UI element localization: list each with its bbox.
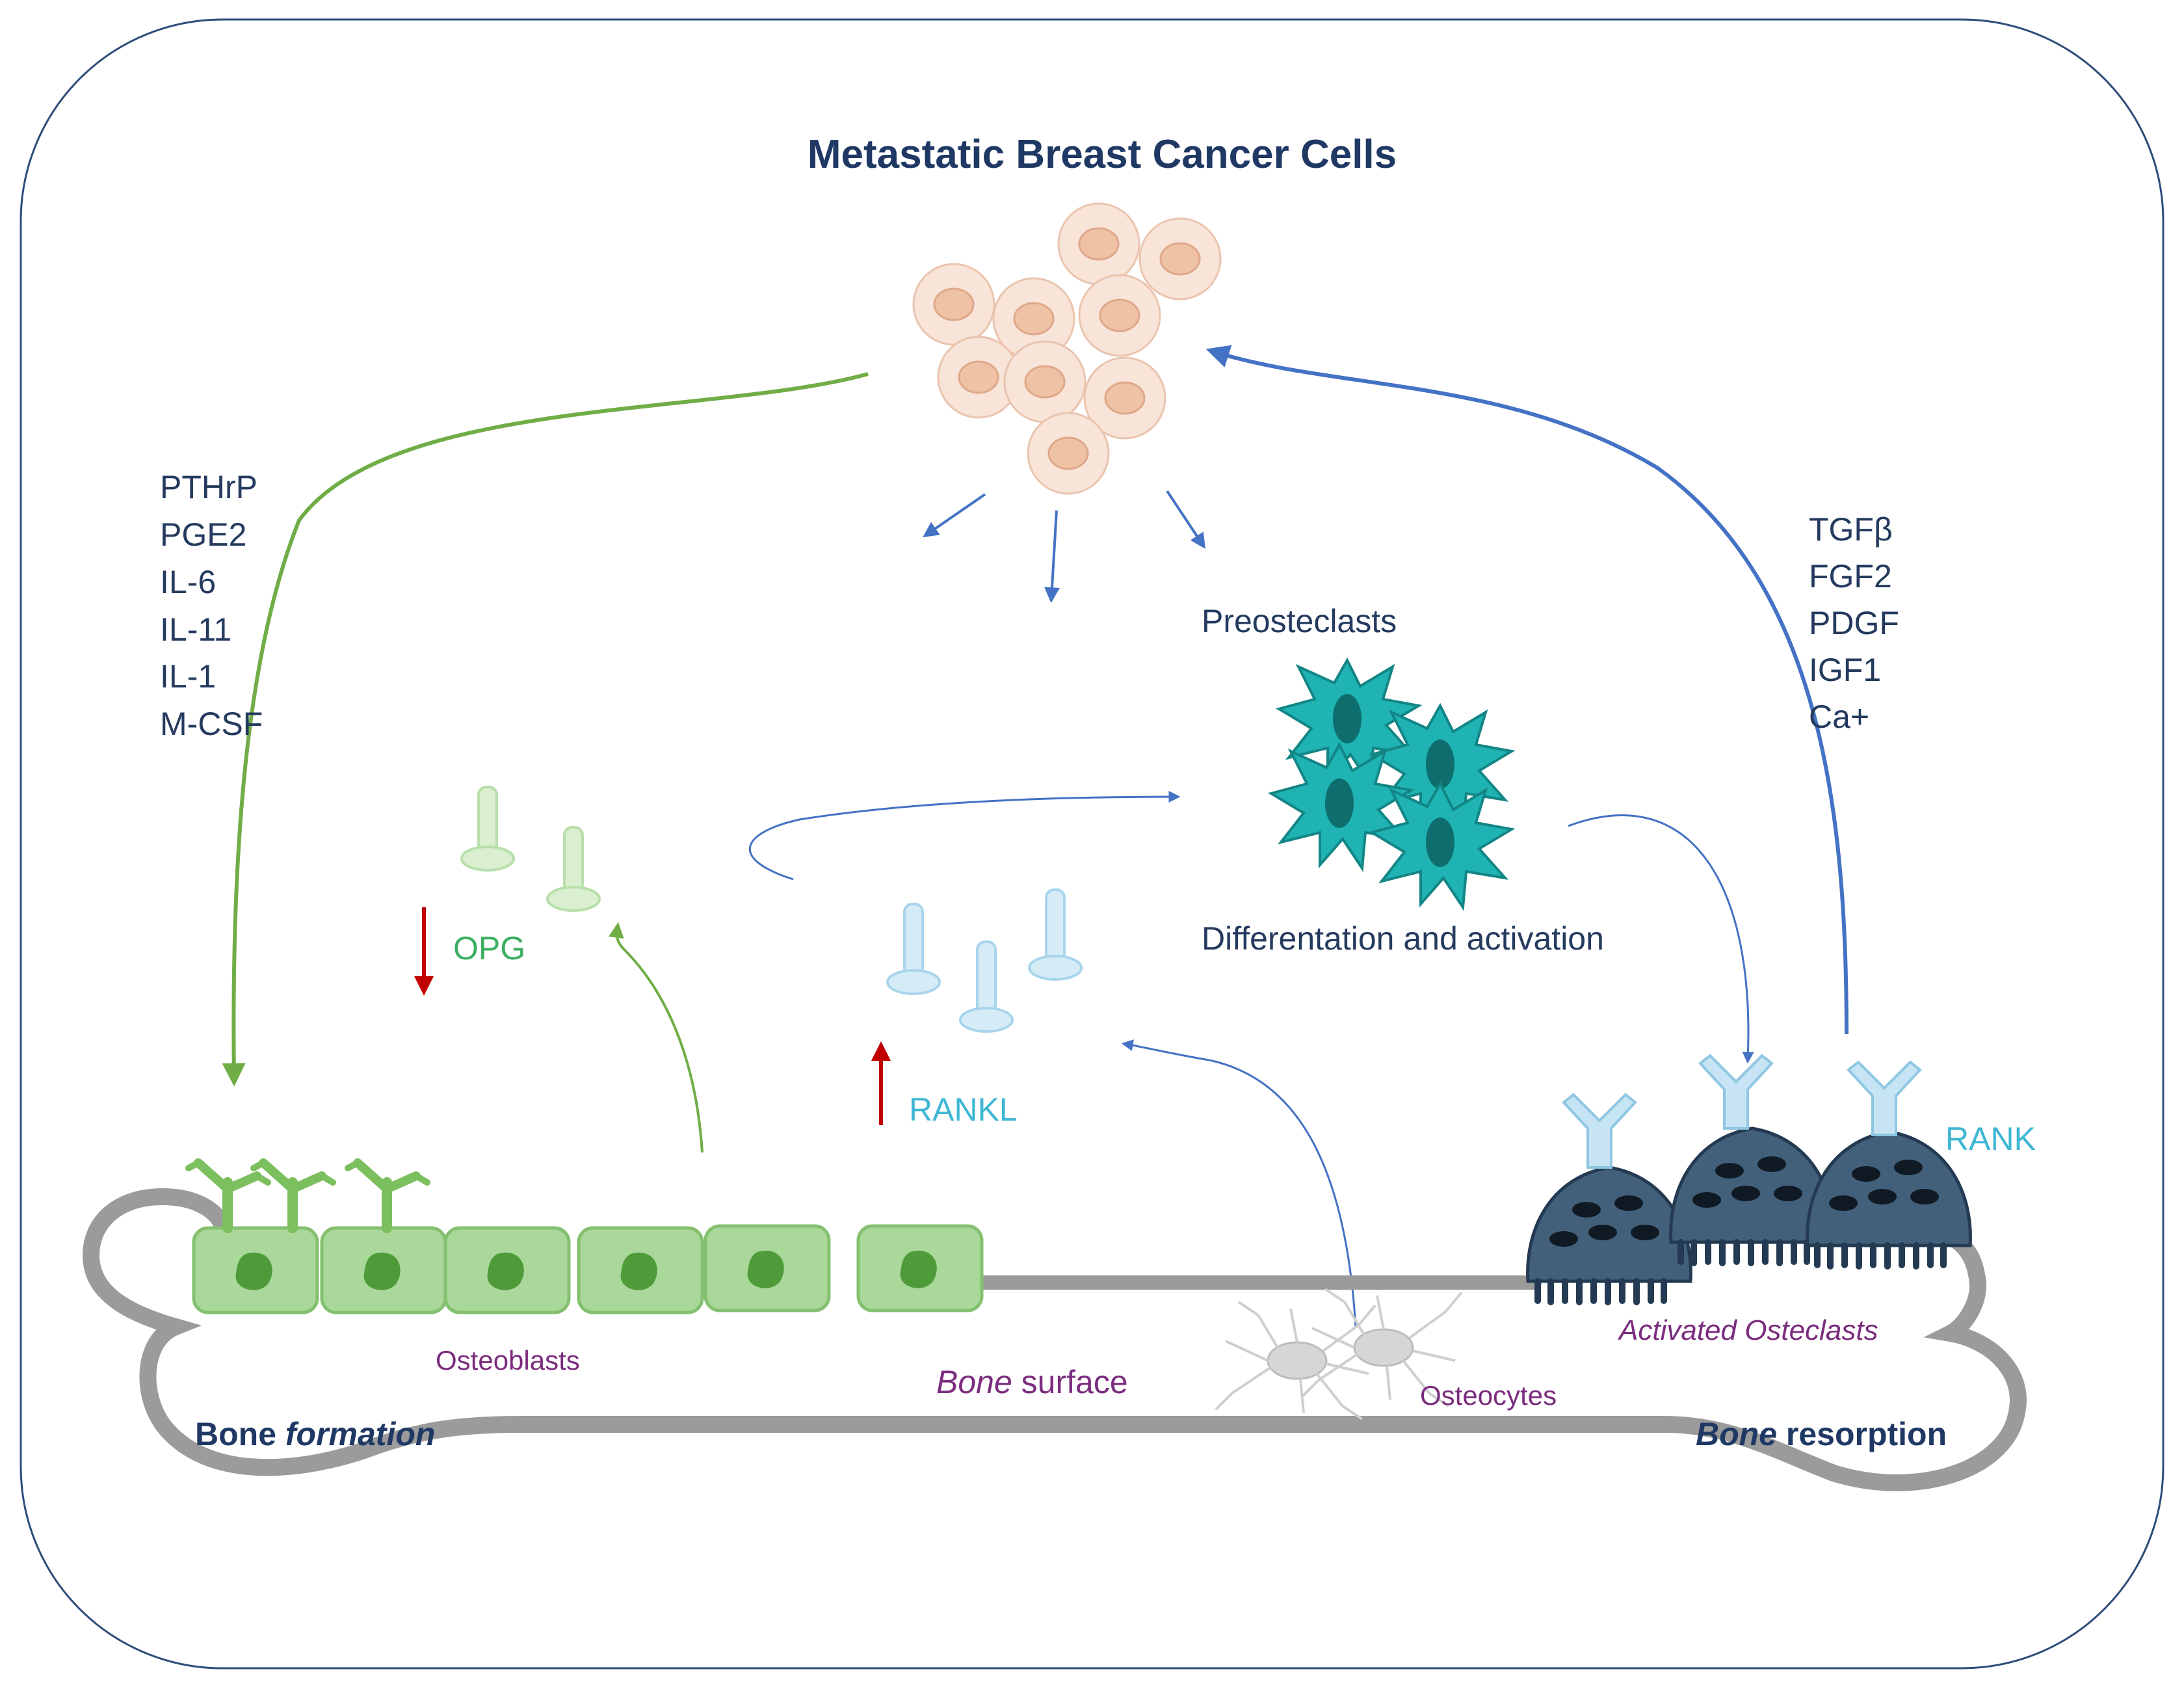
osteoblast-receptor-icon	[189, 1163, 427, 1228]
factor-pthrp: PTHrP	[160, 469, 257, 505]
bone-outline	[82, 1188, 2027, 1491]
arrow-cancer-to-bone-formation	[222, 372, 869, 1087]
diagram-title: Metastatic Breast Cancer Cells	[808, 132, 1397, 177]
opg-label: OPG	[453, 930, 525, 966]
factor-ca: Ca+	[1809, 699, 1869, 735]
arrow-cancer-to-left	[923, 493, 986, 538]
osteocytes-label: Osteocytes	[1420, 1380, 1557, 1411]
osteoblasts-label: Osteoblasts	[436, 1345, 580, 1376]
factor-il1: IL-1	[160, 658, 216, 695]
arrow-osteoblasts-to-opg	[608, 922, 704, 1153]
right-factor-list: TGFβ FGF2 PDGF IGF1 Ca+	[1809, 511, 1899, 735]
arrow-resorption-to-cancer	[1205, 345, 1849, 1035]
opg-molecule-icon	[460, 786, 601, 912]
preosteoclast-icon	[1270, 659, 1513, 909]
rank-label: RANK	[1945, 1121, 2036, 1157]
bone-resorption-word-bone: Bone	[1696, 1416, 1777, 1452]
factor-igf1: IGF1	[1809, 652, 1881, 688]
left-factor-list: PTHrP PGE2 IL-6 IL-11 IL-1 M-CSF	[160, 469, 263, 742]
rankl-molecule-icon	[886, 888, 1083, 1033]
factor-tgfb: TGFβ	[1809, 511, 1893, 548]
bone-surface-label: Bone surface	[936, 1364, 1128, 1400]
factor-pdgf: PDGF	[1809, 605, 1899, 641]
cancer-cell-icon	[912, 202, 1222, 495]
osteoblast-icon	[194, 1226, 982, 1312]
factor-pge2: PGE2	[160, 516, 246, 553]
arrow-osteocytes-to-rankl	[1121, 1039, 1357, 1327]
bone-formation-label: Bone formation	[195, 1416, 435, 1452]
factor-mcsf: M-CSF	[160, 706, 263, 742]
factor-fgf2: FGF2	[1809, 558, 1892, 594]
arrow-cancer-down	[1044, 510, 1060, 604]
bone-resorption-label: Bone resorption	[1696, 1416, 1947, 1452]
arrow-preosteoclasts-to-osteoclasts	[1568, 814, 1754, 1064]
bone-left-cap	[154, 1188, 230, 1231]
factor-il6: IL-6	[160, 564, 216, 600]
bone-surface-word-bone: Bone	[936, 1364, 1012, 1400]
arrow-rankl-to-preosteoclasts	[748, 791, 1181, 881]
bone-formation-word-bone: Bone	[195, 1416, 276, 1452]
bone-resorption-word-resorption: resorption	[1777, 1416, 1947, 1452]
rankl-label: RANKL	[909, 1091, 1018, 1128]
outer-frame	[20, 18, 2164, 1670]
differentiation-label: Differentation and activation	[1202, 920, 1604, 957]
bone-formation-word-formation: formation	[276, 1416, 435, 1452]
factor-il11: IL-11	[160, 611, 231, 648]
bone-surface-word-surface: surface	[1012, 1364, 1128, 1400]
arrow-cancer-to-preosteoclasts	[1166, 490, 1205, 550]
activated-osteoclasts-label: Activated Osteclasts	[1617, 1314, 1878, 1346]
preosteoclasts-label: Preosteclasts	[1202, 603, 1397, 639]
